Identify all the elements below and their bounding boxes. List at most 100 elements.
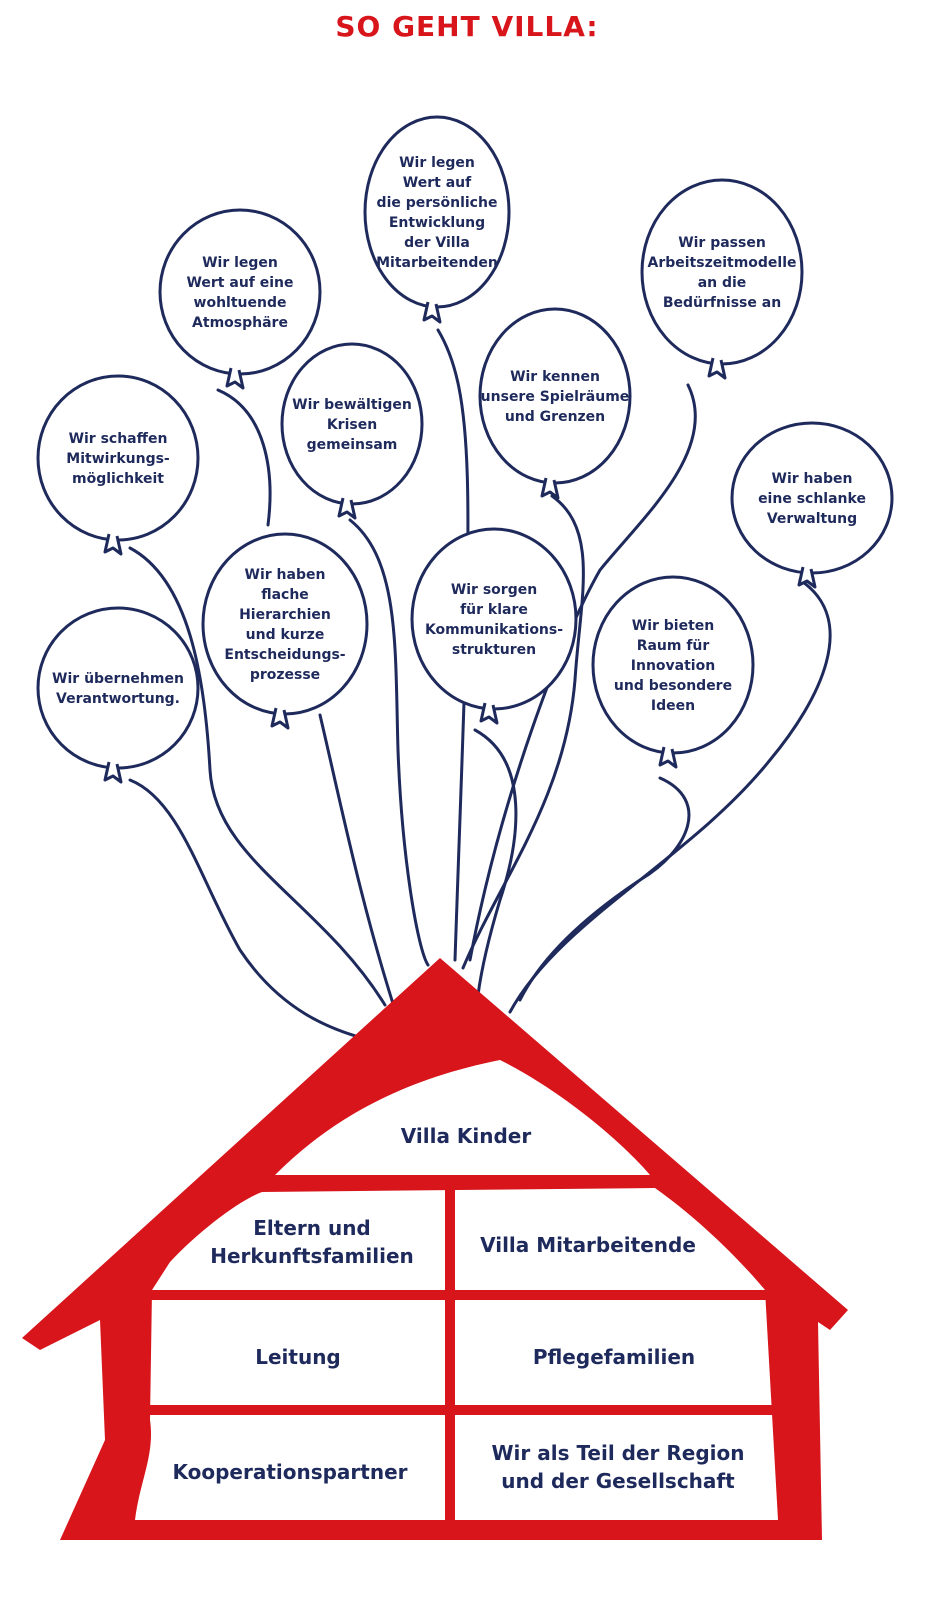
balloon-string — [128, 546, 387, 1007]
balloon: Wir kennen unsere Spielräume und Grenzen — [478, 307, 632, 500]
balloon-label: Innovation — [631, 658, 715, 674]
balloon-label: Raum für — [637, 638, 710, 654]
balloon-label: Entscheidungs- — [224, 647, 345, 663]
balloon-label: möglichkeit — [72, 471, 164, 487]
balloon-outline — [640, 178, 804, 366]
balloon-label: Mitarbeitenden — [376, 255, 498, 271]
balloon-knot — [225, 367, 245, 390]
house-cell-label: Leitung — [255, 1345, 341, 1369]
balloon-label: der Villa — [404, 235, 470, 251]
balloon-string — [468, 383, 697, 962]
balloon-label: Krisen — [327, 417, 377, 433]
balloon-label: Wir bewältigen — [292, 397, 412, 413]
balloon-knot — [103, 761, 123, 784]
balloon-label: Verwaltung — [767, 511, 857, 527]
balloon-string — [128, 778, 372, 1042]
house-cell-label: Eltern und — [253, 1216, 371, 1240]
balloon-label: Arbeitszeitmodelle — [647, 255, 796, 271]
balloon-label: und Grenzen — [505, 409, 605, 425]
balloon-label: Atmosphäre — [192, 315, 288, 331]
balloon-label: Wir passen — [678, 235, 766, 251]
balloon-label: Wir kennen — [510, 369, 600, 385]
balloon-label: unsere Spielräume — [481, 389, 630, 405]
balloon-label: Wir schaffen — [69, 431, 168, 447]
house-cell-label: Herkunftsfamilien — [210, 1244, 414, 1268]
balloon-label: Wir sorgen — [451, 582, 537, 598]
balloon-string — [461, 494, 585, 970]
balloon-label: die persönliche — [377, 195, 498, 211]
balloon-label: eine schlanke — [758, 491, 866, 507]
balloon-string — [508, 578, 832, 1014]
balloon-label: Wir haben — [245, 567, 326, 583]
balloon-knot — [797, 566, 817, 589]
house-cell-label: und der Gesellschaft — [501, 1469, 735, 1493]
house-cell-label: Villa Mitarbeitende — [480, 1233, 696, 1257]
balloon-label: Wir bieten — [632, 618, 715, 634]
balloon-label: gemeinsam — [307, 437, 398, 453]
balloon-knot — [540, 477, 560, 500]
balloon-outline — [158, 208, 322, 376]
balloon-label: Wir übernehmen — [52, 671, 184, 687]
wall-horizontal — [140, 1405, 780, 1415]
balloon-label: für klare — [460, 602, 528, 618]
balloon-knot — [270, 707, 290, 730]
balloon: Wir sorgen für klareKommunikations-strukt… — [410, 527, 578, 725]
house-floor-window — [135, 1188, 778, 1520]
balloon-string — [436, 328, 470, 962]
balloon-label: flache — [261, 587, 309, 603]
wall-vertical — [445, 1185, 455, 1525]
balloon-label: prozesse — [250, 667, 320, 683]
balloon-label: Wir haben — [772, 471, 853, 487]
house-cell-label: Wir als Teil der Region — [491, 1441, 744, 1465]
house — [22, 958, 848, 1540]
balloon-label: Wir legen — [202, 255, 278, 271]
balloon-string — [348, 518, 430, 967]
roof-label: Villa Kinder — [401, 1124, 532, 1148]
balloon-label: Wir legen — [399, 155, 475, 171]
balloon-knot — [479, 702, 499, 725]
balloon-label: Mitwirkungs- — [66, 451, 170, 467]
balloon-label: Hierarchien — [239, 607, 331, 623]
balloon-label: Verantwortung. — [56, 691, 180, 707]
balloon-knot — [707, 357, 727, 380]
balloon-label: und besondere — [614, 678, 732, 694]
balloon-outline — [201, 532, 369, 716]
balloon-knot — [337, 497, 357, 520]
balloon-strings — [128, 328, 832, 1042]
house-roof-window — [275, 1060, 650, 1175]
balloon-outline — [410, 527, 578, 711]
balloon-string — [473, 728, 518, 997]
balloon-label: an die — [698, 275, 747, 291]
page-title: SO GEHT VILLA: — [335, 10, 599, 43]
balloon-label: Entwicklung — [389, 215, 485, 231]
balloon-label: und kurze — [246, 627, 325, 643]
house-cell-label: Kooperationspartner — [172, 1460, 407, 1484]
balloon-label: Ideen — [651, 698, 695, 714]
balloon-label: wohltuende — [194, 295, 287, 311]
house-cell-label: Pflegefamilien — [533, 1345, 695, 1369]
balloon-knot — [103, 533, 123, 556]
balloon-label: Wert auf eine — [186, 275, 293, 291]
wall-horizontal — [140, 1290, 780, 1300]
balloon-label: Kommunikations- — [425, 622, 563, 638]
balloon-string — [318, 713, 397, 1012]
balloon-knot — [658, 746, 678, 769]
balloon-outline — [363, 115, 511, 309]
balloon-knot — [422, 301, 442, 324]
balloon-outline — [36, 606, 200, 770]
balloon-label: strukturen — [452, 642, 536, 658]
balloon-string — [216, 388, 272, 527]
balloon-label: Bedürfnisse an — [663, 295, 781, 311]
balloon-label: Wert auf — [403, 175, 472, 191]
